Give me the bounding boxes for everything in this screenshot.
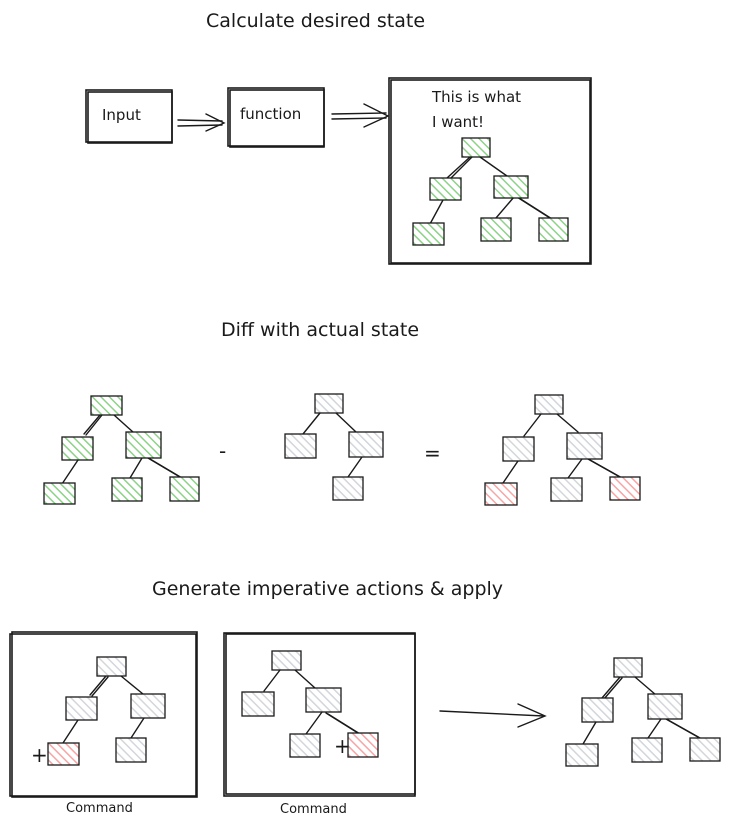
desired-state-frame: This is what I want! bbox=[388, 77, 592, 265]
diff-result-tree bbox=[484, 394, 641, 506]
diff-actual-root bbox=[314, 393, 344, 414]
desired-leaf-3 bbox=[538, 217, 569, 242]
function-box: function bbox=[227, 87, 325, 148]
diff-actual-tree bbox=[284, 393, 384, 501]
final-root bbox=[613, 657, 643, 678]
input-box: Input bbox=[85, 89, 173, 144]
command-1-plus: + bbox=[31, 743, 48, 767]
diff-desired-leaf-1 bbox=[43, 482, 76, 505]
desired-state-text-line1: This is what bbox=[431, 88, 521, 106]
diff-result-leaf-keep bbox=[550, 477, 583, 502]
diff-desired-tree bbox=[43, 395, 200, 505]
command-1-label: Command bbox=[66, 801, 133, 816]
arrow-input-to-function bbox=[177, 113, 226, 132]
calculate-section-title: Calculate desired state bbox=[206, 10, 425, 32]
diff-section-title: Diff with actual state bbox=[221, 319, 419, 341]
command-2-left bbox=[241, 691, 275, 717]
command-1-right bbox=[130, 693, 166, 719]
diff-desired-leaf-2 bbox=[111, 477, 143, 502]
command-2-label: Command bbox=[280, 802, 347, 817]
command-1-frame bbox=[9, 631, 198, 798]
generate-section-title: Generate imperative actions & apply bbox=[152, 578, 503, 600]
desired-leaf-2 bbox=[480, 217, 512, 242]
final-leaf-1 bbox=[565, 743, 599, 767]
command-2-frame bbox=[223, 632, 416, 797]
apply-arrow bbox=[439, 703, 547, 728]
arrow-function-to-desired bbox=[331, 103, 390, 128]
input-label: Input bbox=[102, 106, 141, 124]
diff-result-right bbox=[566, 432, 603, 460]
desired-tree bbox=[412, 137, 569, 246]
minus-operator: - bbox=[219, 439, 226, 463]
command-2-removed-node bbox=[347, 732, 379, 758]
diff-result-leaf-add bbox=[484, 482, 518, 506]
command-1-left bbox=[65, 696, 98, 721]
diff-desired-root bbox=[90, 395, 123, 416]
command-1-leaf bbox=[115, 737, 147, 763]
diff-actual-leaf bbox=[332, 476, 364, 501]
final-tree bbox=[565, 657, 721, 767]
diff-actual-left bbox=[284, 433, 317, 459]
desired-right-node bbox=[493, 175, 529, 199]
final-leaf-2 bbox=[631, 737, 663, 763]
diff-result-leaf-remove bbox=[609, 476, 641, 501]
command-2-plus: + bbox=[334, 734, 351, 758]
equals-operator: = bbox=[424, 441, 441, 465]
diff-actual-right bbox=[348, 431, 384, 458]
diff-desired-right bbox=[125, 431, 162, 459]
command-1-root bbox=[96, 656, 127, 677]
final-left bbox=[581, 697, 614, 723]
diff-desired-leaf-3 bbox=[169, 476, 200, 502]
command-2-tree bbox=[241, 650, 379, 758]
diff-result-root bbox=[534, 394, 564, 415]
desired-leaf-1 bbox=[412, 222, 445, 246]
desired-left-node bbox=[429, 177, 462, 201]
diff-desired-left bbox=[61, 436, 94, 461]
final-right bbox=[647, 693, 683, 720]
command-2-right bbox=[305, 687, 342, 713]
command-2-leaf bbox=[289, 733, 321, 758]
command-1-added-node bbox=[47, 742, 80, 766]
command-1-tree bbox=[47, 656, 166, 766]
final-leaf-3 bbox=[689, 737, 721, 762]
diff-result-left bbox=[502, 436, 535, 462]
desired-state-text-line2: I want! bbox=[432, 113, 484, 131]
function-label: function bbox=[240, 105, 301, 123]
desired-root-node bbox=[461, 137, 491, 158]
command-2-root bbox=[271, 650, 302, 671]
